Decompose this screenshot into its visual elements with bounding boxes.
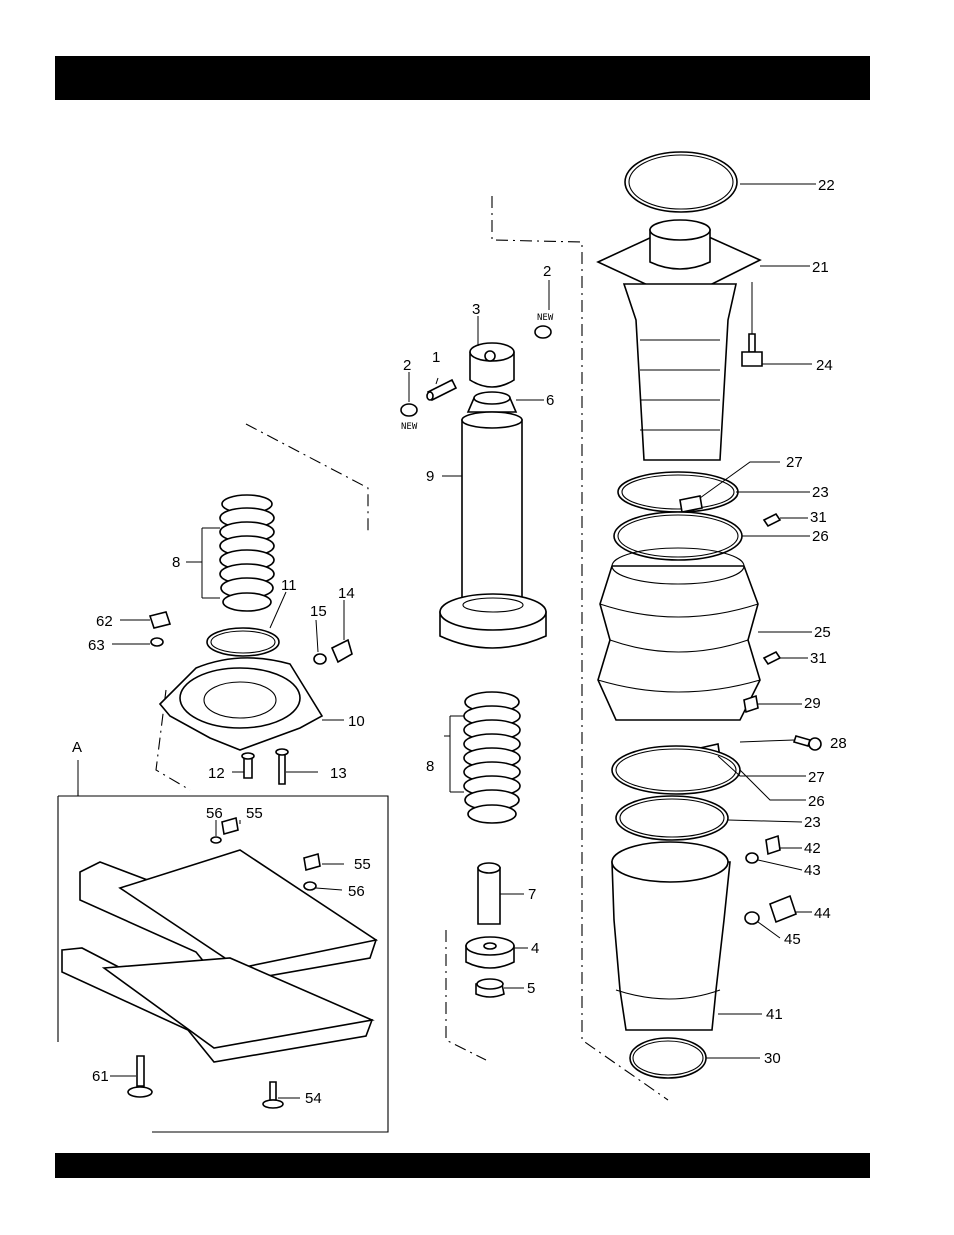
callout-41: 41 (766, 1006, 783, 1023)
callout-21: 21 (812, 259, 829, 276)
part-28-bolt (794, 736, 821, 750)
callout-27-lower: 27 (808, 769, 825, 786)
part-2-plug-left (401, 404, 417, 416)
part-23-upper-ring (618, 472, 738, 512)
part-63-washer (151, 638, 163, 646)
callout-63: 63 (88, 637, 105, 654)
callout-55-side: 55 (354, 856, 371, 873)
callout-2-right: 2 (543, 263, 551, 280)
part-14-nut (332, 640, 352, 662)
callout-5: 5 (527, 980, 535, 997)
callout-23-lower: 23 (804, 814, 821, 831)
part-45-washer (745, 912, 759, 924)
callout-26-lower: 26 (808, 793, 825, 810)
callout-30: 30 (764, 1050, 781, 1067)
part-25-bellows (598, 548, 760, 720)
callout-7: 7 (528, 886, 536, 903)
callout-54: 54 (305, 1090, 322, 1107)
callout-8-lower: 8 (426, 758, 434, 775)
part-15-washer (314, 654, 326, 664)
part-6-bearing (468, 392, 516, 412)
callout-14: 14 (338, 585, 355, 602)
part-8-spring-lower (464, 692, 520, 823)
callout-31-upper: 31 (810, 509, 827, 526)
callout-1: 1 (432, 349, 440, 366)
callout-22: 22 (818, 177, 835, 194)
callout-62: 62 (96, 613, 113, 630)
callout-23-upper: 23 (812, 484, 829, 501)
new-tag-right: NEW (537, 313, 554, 323)
callout-11: 11 (281, 577, 297, 594)
callout-56-side: 56 (348, 883, 365, 900)
callout-42: 42 (804, 840, 821, 857)
part-11-o-ring (207, 628, 279, 656)
callout-61: 61 (92, 1068, 109, 1085)
callout-55-top: 55 (246, 805, 263, 822)
part-56-washer-top (211, 837, 221, 843)
part-41-oil-case (612, 842, 730, 1030)
part-44-plug (770, 896, 796, 922)
group-a-label: A (72, 739, 82, 756)
callout-2-left: 2 (403, 357, 411, 374)
callout-9: 9 (426, 468, 434, 485)
part-24-bolt (742, 334, 762, 366)
part-3-connecting-block (470, 343, 514, 387)
part-22-o-ring (625, 152, 737, 212)
part-55-nut-top (222, 818, 238, 834)
callout-15: 15 (310, 603, 327, 620)
new-tag-left: NEW (401, 422, 418, 432)
part-5-nut (476, 979, 504, 997)
part-42-plug (766, 836, 780, 854)
callout-28: 28 (830, 735, 847, 752)
callout-43: 43 (804, 862, 821, 879)
part-55-nut-side (304, 854, 320, 870)
part-26-clamp-lower (612, 746, 740, 794)
callout-45: 45 (784, 931, 801, 948)
callout-4: 4 (531, 940, 539, 957)
callout-6: 6 (546, 392, 554, 409)
part-1-pin (427, 380, 456, 400)
part-4-damper (466, 937, 514, 968)
callout-25: 25 (814, 624, 831, 641)
part-56-washer-side (304, 882, 316, 890)
callout-56-top: 56 (206, 805, 223, 822)
cylinder-body (624, 284, 736, 460)
part-12-bolt (242, 753, 254, 778)
callout-31-lower: 31 (810, 650, 827, 667)
callout-24: 24 (816, 357, 833, 374)
callout-8-upper: 8 (172, 554, 180, 571)
part-31-pin-upper (764, 514, 780, 526)
part-9-piston-rod (440, 412, 546, 648)
callout-3: 3 (472, 301, 480, 318)
callout-29: 29 (804, 695, 821, 712)
callout-44: 44 (814, 905, 831, 922)
callout-26-upper: 26 (812, 528, 829, 545)
part-13-bolt (276, 749, 288, 784)
part-43-washer (746, 853, 758, 863)
callout-10: 10 (348, 713, 365, 730)
part-62-nut (150, 612, 170, 628)
callout-13: 13 (330, 765, 347, 782)
part-54-bolt (263, 1082, 283, 1108)
callout-27-upper: 27 (786, 454, 803, 471)
part-30-o-ring (630, 1038, 706, 1078)
callout-12: 12 (208, 765, 225, 782)
part-2-plug-right (535, 326, 551, 338)
part-31-pin-lower (764, 652, 780, 664)
part-23-lower-ring (616, 796, 728, 840)
part-8-spring-upper (220, 495, 274, 611)
part-7-sleeve (478, 863, 500, 924)
part-10-spring-base (160, 658, 322, 750)
